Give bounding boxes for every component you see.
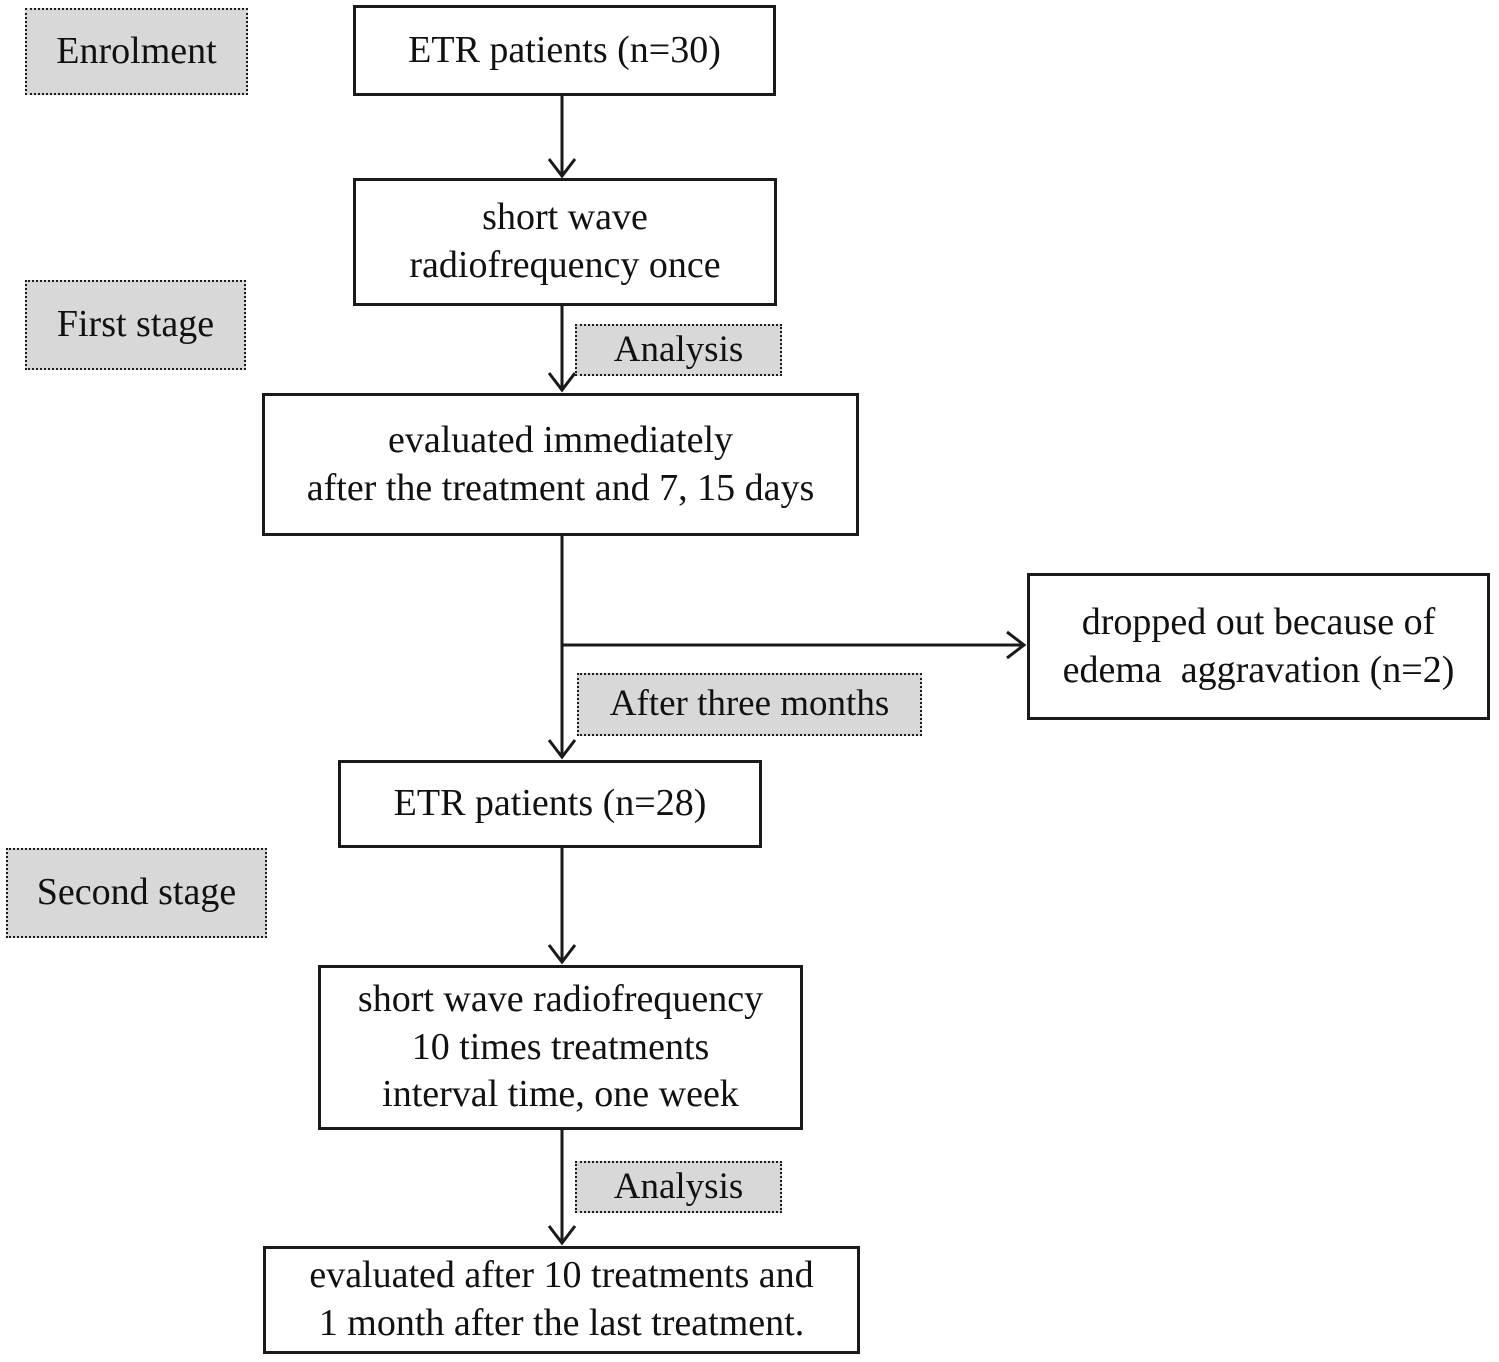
arrowhead-etr30-to-swronce (547, 158, 577, 179)
flow-node-etr-patients-28: ETR patients (n=28) (338, 760, 762, 848)
stage-label-enrolment: Enrolment (25, 8, 248, 95)
arrowhead-etr28-to-swr10 (547, 944, 577, 965)
flow-node-short-wave-radiofrequency-10-times: short wave radiofrequency 10 times treat… (318, 965, 803, 1130)
flow-node-short-wave-radiofrequency-once: short wave radiofrequency once (353, 178, 777, 306)
flow-node-evaluated-immediately: evaluated immediately after the treatmen… (262, 393, 859, 536)
arrowhead-swr10-to-evalfinal (547, 1225, 577, 1246)
flow-node-dropped-out: dropped out because of edema aggravation… (1027, 573, 1490, 720)
stage-label-analysis-1: Analysis (575, 324, 782, 376)
stage-label-analysis-2: Analysis (575, 1161, 782, 1213)
flow-node-evaluated-after-10-treatments: evaluated after 10 treatments and 1 mont… (263, 1246, 860, 1354)
stage-label-after-three-months: After three months (577, 673, 922, 736)
arrowhead-swronce-to-evalimmediate (547, 372, 577, 393)
stage-label-first-stage: First stage (25, 280, 246, 370)
arrowhead-evalimmediate-to-etr28 (547, 739, 577, 760)
flow-node-etr-patients-30: ETR patients (n=30) (353, 5, 776, 96)
arrowhead-branch-to-droppedout (1006, 630, 1027, 660)
stage-label-second-stage: Second stage (6, 848, 267, 938)
